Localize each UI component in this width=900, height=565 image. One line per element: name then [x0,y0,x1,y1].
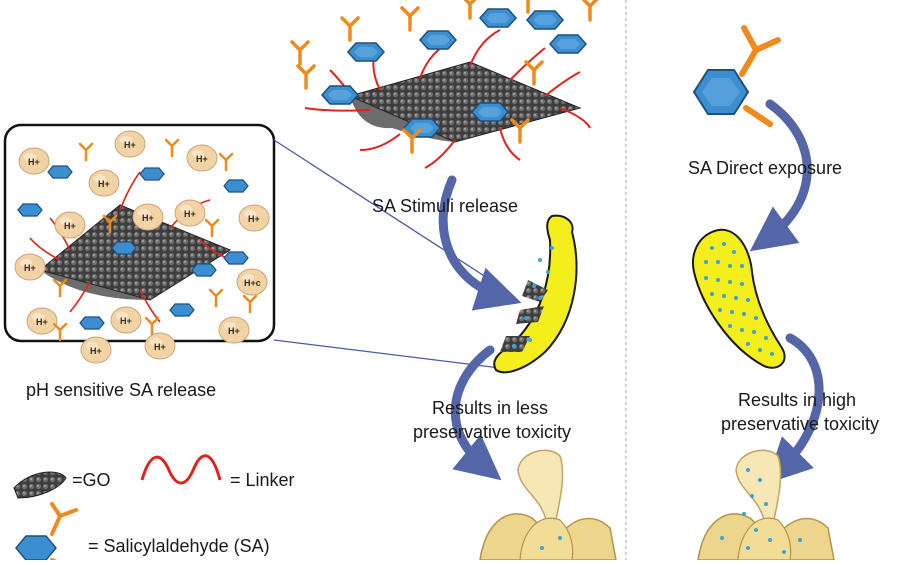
proton-label: H+ [98,179,110,189]
proton-label: H+ [184,209,196,219]
proton-label: H+ [36,317,48,327]
banana-with-dots [692,228,786,369]
high-toxicity-line2: preservative toxicity [720,414,880,434]
zoom-inset-content [14,130,270,364]
go-sa-conjugate-top [290,0,600,169]
zoom-line-upper [273,139,507,291]
linker-legend-icon [140,454,222,485]
proton-label: H+c [244,278,261,288]
proton-label: H+ [28,157,40,167]
sa-legend-icon [15,502,78,565]
sa-molecule-right [692,25,781,127]
zoom-line-lower [273,339,501,369]
proton-label: H+ [124,140,136,150]
proton-label: H+ [154,342,166,352]
peeled-banana-middle [479,449,617,561]
proton-label: H+ [120,316,132,326]
banana-with-go [493,214,578,374]
direct-exposure-label: SA Direct exposure [688,158,843,178]
proton-label: H+ [196,154,208,164]
proton-label: H+ [248,214,260,224]
go-legend-label: =GO [72,470,111,490]
sa-legend-label: = Salicylaldehyde (SA) [88,536,270,556]
proton-label: H+ [228,326,240,336]
less-toxicity-line1: Results in less [431,398,549,418]
less-toxicity-line2: preservative toxicity [412,422,572,442]
proton-label: H+ [64,221,76,231]
stimuli-release-label: SA Stimuli release [372,196,519,216]
process-arrows [438,99,824,484]
proton-label: H+ [90,346,102,356]
go-legend-icon [13,471,67,499]
linker-legend-label: = Linker [230,470,295,490]
proton-label: H+ [24,263,36,273]
proton-labels: H+ H+ H+ H+ H+ H+ H+ H+ H+ H+c H+ H+ H+ … [24,140,261,356]
ph-release-label: pH sensitive SA release [26,380,217,400]
peeled-banana-right [697,449,835,561]
high-toxicity-line1: Results in high [737,390,857,410]
proton-label: H+ [142,213,154,223]
